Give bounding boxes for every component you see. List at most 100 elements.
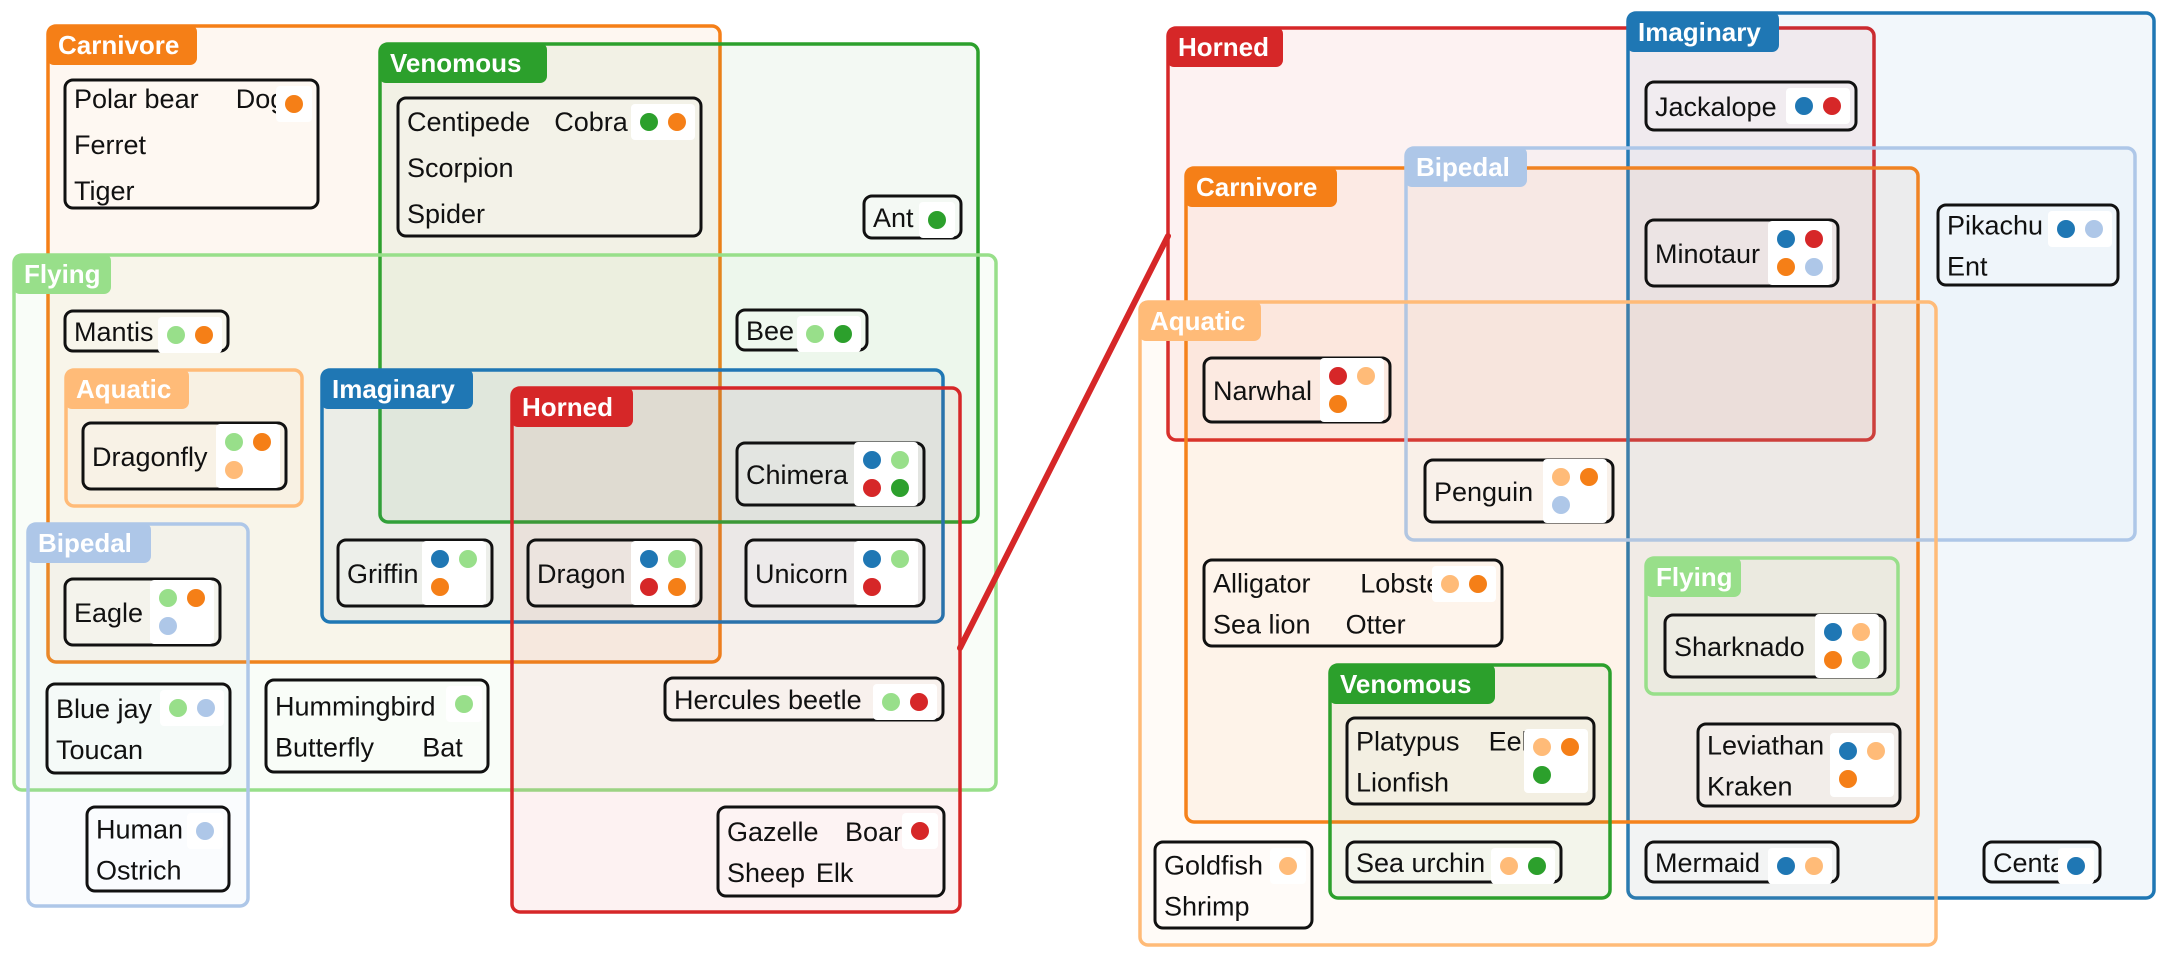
animal-label: Bee bbox=[746, 316, 794, 346]
membership-dot-carnivore bbox=[1777, 258, 1795, 276]
animal-label: Eagle bbox=[74, 598, 143, 628]
membership-dot-patch bbox=[1320, 358, 1384, 422]
right-region-horned-label-tab bbox=[1167, 27, 1283, 67]
left-region-imaginary-label-tab bbox=[321, 369, 473, 409]
left-region-flying-label: Flying bbox=[24, 259, 101, 289]
membership-dot-imaginary bbox=[863, 550, 881, 568]
membership-dot-carnivore bbox=[1561, 738, 1579, 756]
animal-label: Otter bbox=[1346, 610, 1406, 640]
animal-label: Hummingbird bbox=[275, 692, 436, 722]
membership-dot-aquatic bbox=[1552, 468, 1570, 486]
left-region-horned-label: Horned bbox=[522, 392, 613, 422]
membership-dot-venomous bbox=[928, 211, 946, 229]
membership-dot-imaginary bbox=[640, 550, 658, 568]
membership-dot-patch bbox=[873, 684, 937, 720]
animal-label: Hercules beetle bbox=[674, 685, 862, 715]
left-region-venomous-label: Venomous bbox=[390, 48, 521, 78]
membership-dot-carnivore bbox=[285, 95, 303, 113]
left-region-horned-label-tab bbox=[511, 387, 633, 427]
animal-label: Ent bbox=[1947, 252, 1988, 282]
membership-dot-venomous bbox=[640, 113, 658, 131]
animal-label: Eel bbox=[1489, 727, 1528, 757]
membership-dot-venomous bbox=[891, 479, 909, 497]
membership-dot-carnivore bbox=[1580, 468, 1598, 486]
right-region-venomous-label-tab bbox=[1329, 664, 1495, 704]
membership-dot-patch bbox=[1768, 221, 1832, 285]
right-item-box-jackalope: Jackalope bbox=[1644, 80, 1858, 132]
animal-label: Shrimp bbox=[1164, 892, 1250, 922]
right-region-imaginary-label-tab bbox=[1627, 12, 1779, 52]
membership-dot-flying bbox=[455, 695, 473, 713]
right-region-aquatic bbox=[1138, 300, 1938, 947]
membership-dot-bipedal bbox=[159, 617, 177, 635]
animal-label: Sharknado bbox=[1674, 632, 1805, 662]
membership-dot-aquatic bbox=[1357, 367, 1375, 385]
membership-dot-bipedal bbox=[2085, 220, 2103, 238]
animal-label: Sea lion bbox=[1213, 610, 1311, 640]
membership-dot-horned bbox=[911, 822, 929, 840]
membership-dot-flying bbox=[167, 326, 185, 344]
membership-dot-patch bbox=[1543, 459, 1607, 523]
membership-dot-flying bbox=[169, 699, 187, 717]
left-region-carnivore-label-tab bbox=[47, 25, 197, 65]
right-region-aquatic-label-tab bbox=[1139, 301, 1261, 341]
membership-dot-patch bbox=[216, 424, 280, 488]
membership-dot-carnivore bbox=[668, 578, 686, 596]
animal-label: Sheep bbox=[727, 858, 805, 888]
animal-label: Bat bbox=[422, 733, 463, 763]
right-item-box-minotaur: Minotaur bbox=[1644, 218, 1840, 288]
animal-label: Narwhal bbox=[1213, 376, 1312, 406]
left-region-bipedal-label: Bipedal bbox=[38, 528, 132, 558]
left-item-box-hercules-beetle: Hercules beetle bbox=[663, 676, 945, 722]
membership-dot-venomous bbox=[1528, 857, 1546, 875]
left-region-aquatic-label-tab bbox=[65, 369, 189, 409]
left-region-venomous-label-tab bbox=[379, 43, 547, 83]
membership-dot-patch bbox=[1524, 729, 1588, 793]
membership-dot-imaginary bbox=[1777, 857, 1795, 875]
membership-dot-flying bbox=[225, 433, 243, 451]
animal-label: Ferret bbox=[74, 130, 147, 160]
left-item-box-dragon: Dragon bbox=[526, 538, 703, 608]
right-region-bipedal-label-tab bbox=[1405, 147, 1527, 187]
animal-label: Polar bear bbox=[74, 84, 199, 114]
membership-dot-flying bbox=[891, 550, 909, 568]
animal-label: Toucan bbox=[56, 735, 143, 765]
right-item-box-sharknado: Sharknado bbox=[1663, 613, 1887, 679]
membership-dot-horned bbox=[863, 479, 881, 497]
animal-label: Gazelle bbox=[727, 817, 819, 847]
animal-label: Tiger bbox=[74, 176, 135, 206]
animal-label: Chimera bbox=[746, 460, 849, 490]
membership-dot-aquatic bbox=[1533, 738, 1551, 756]
left-region-flying-label-tab bbox=[13, 254, 111, 294]
animal-label: Centipede bbox=[407, 107, 530, 137]
membership-dot-flying bbox=[882, 693, 900, 711]
left-item-box-bee: Bee bbox=[735, 308, 869, 352]
left-item-box-eagle: Eagle bbox=[63, 577, 222, 647]
membership-dot-carnivore bbox=[195, 326, 213, 344]
membership-dot-flying bbox=[1852, 651, 1870, 669]
membership-dot-imaginary bbox=[1777, 230, 1795, 248]
item-box-border bbox=[396, 96, 703, 238]
animal-label: Alligator bbox=[1213, 569, 1311, 599]
membership-dot-patch bbox=[158, 317, 222, 353]
animal-label: Pikachu bbox=[1947, 211, 2043, 241]
animal-label: Penguin bbox=[1434, 477, 1533, 507]
membership-dot-flying bbox=[891, 451, 909, 469]
membership-dot-flying bbox=[806, 325, 824, 343]
item-box-border bbox=[716, 805, 946, 898]
left-item-box-unicorn: Unicorn bbox=[744, 538, 926, 608]
animal-label: Elk bbox=[816, 858, 854, 888]
item-box-border bbox=[264, 678, 490, 774]
membership-dot-bipedal bbox=[197, 699, 215, 717]
membership-dot-aquatic bbox=[1867, 742, 1885, 760]
membership-dot-patch bbox=[1768, 848, 1832, 884]
membership-dot-carnivore bbox=[668, 113, 686, 131]
item-box-border bbox=[1202, 558, 1504, 648]
right-region-carnivore-label-tab bbox=[1185, 167, 1337, 207]
left-region-carnivore bbox=[46, 24, 722, 664]
right-region-venomous-label: Venomous bbox=[1340, 669, 1471, 699]
